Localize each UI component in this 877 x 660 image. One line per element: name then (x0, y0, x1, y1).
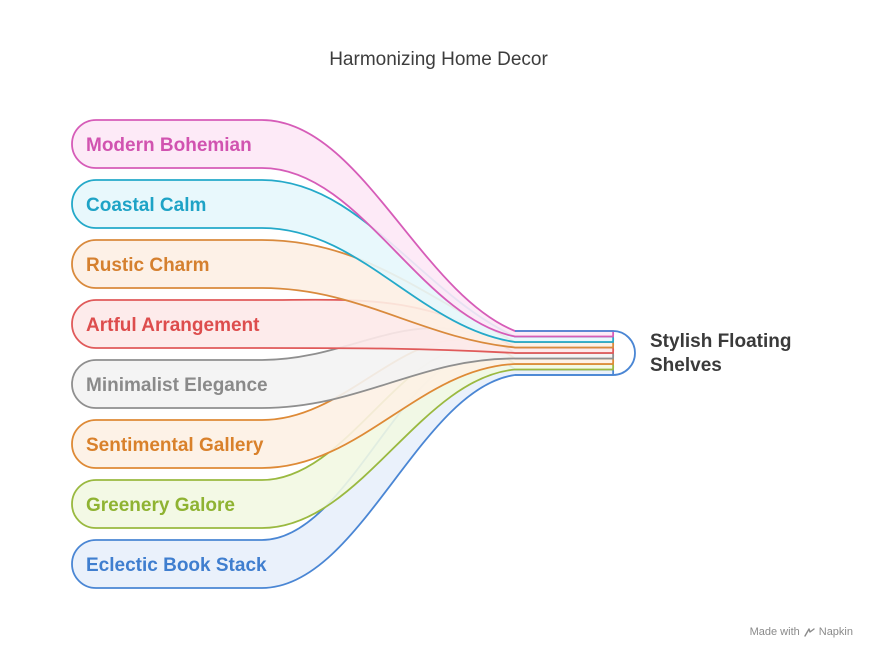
branch-label: Modern Bohemian (86, 135, 252, 156)
branch-label: Eclectic Book Stack (86, 555, 267, 576)
target-label-line-1: Stylish Floating (650, 331, 792, 352)
branch-label: Artful Arrangement (86, 315, 260, 336)
branch-label: Sentimental Gallery (86, 435, 264, 456)
target-label: Stylish Floating Shelves (650, 330, 791, 378)
target-label-line-2: Shelves (650, 355, 722, 376)
napkin-logo-icon (804, 627, 815, 637)
watermark-prefix: Made with (749, 626, 800, 638)
watermark: Made with Napkin (750, 626, 853, 638)
branch-label: Rustic Charm (86, 255, 210, 276)
branch-label: Coastal Calm (86, 195, 206, 216)
branch-group: Eclectic Book Stack Greenery Galore Sentim… (71, 119, 636, 589)
bundle-outline (515, 330, 636, 376)
branch-ribbon (71, 119, 615, 338)
watermark-brand: Napkin (818, 626, 853, 638)
branch-label: Minimalist Elegance (86, 375, 268, 396)
branch-label: Greenery Galore (86, 495, 235, 516)
diagram-title: Harmonizing Home Decor (329, 49, 548, 70)
